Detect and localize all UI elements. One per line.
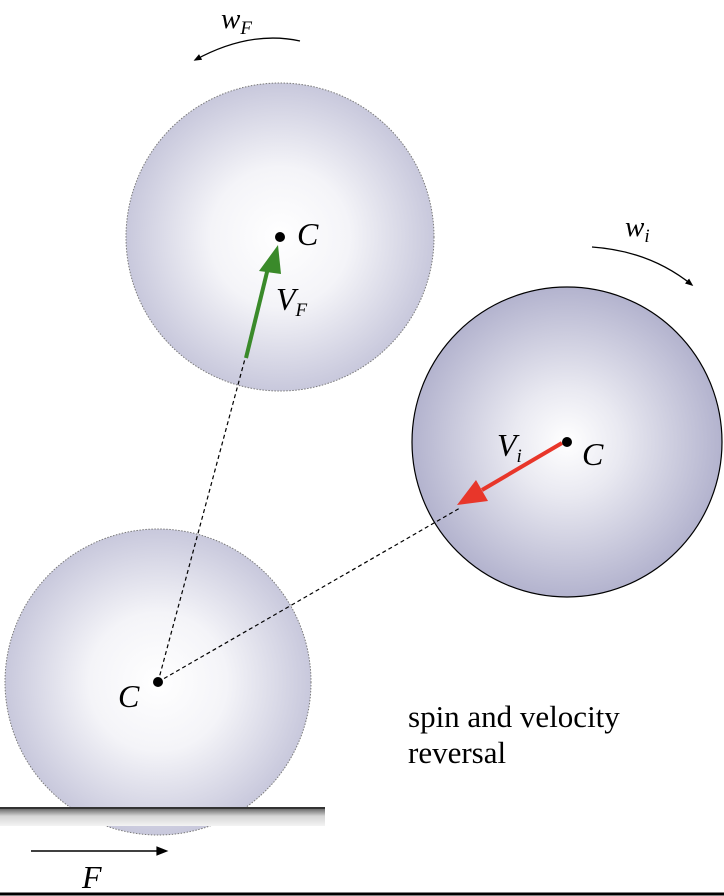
final-velocity-arrow <box>244 245 281 359</box>
dashed-line-to-final <box>157 354 247 683</box>
center-point-final <box>275 232 285 242</box>
spin-final-arrow-icon <box>193 37 301 61</box>
center-point-initial <box>562 437 572 447</box>
caption-line-2: reversal <box>408 735 506 770</box>
center-label-initial: C <box>582 436 604 472</box>
final-velocity-label: VF <box>276 281 308 321</box>
center-label-final: C <box>297 216 319 252</box>
force-label: F <box>81 859 102 895</box>
spin-initial-label: wi <box>625 211 650 247</box>
center-label-contact: C <box>118 678 140 714</box>
center-point-contact <box>153 677 163 687</box>
ground-surface <box>0 808 325 826</box>
spin-initial-arrow-icon <box>591 246 694 287</box>
initial-velocity-arrow <box>457 441 564 505</box>
caption-line-1: spin and velocity <box>408 699 620 734</box>
initial-velocity-label: Vi <box>497 427 522 467</box>
spin-final-label: wF <box>221 3 252 39</box>
dashed-line-to-initial <box>157 507 461 683</box>
